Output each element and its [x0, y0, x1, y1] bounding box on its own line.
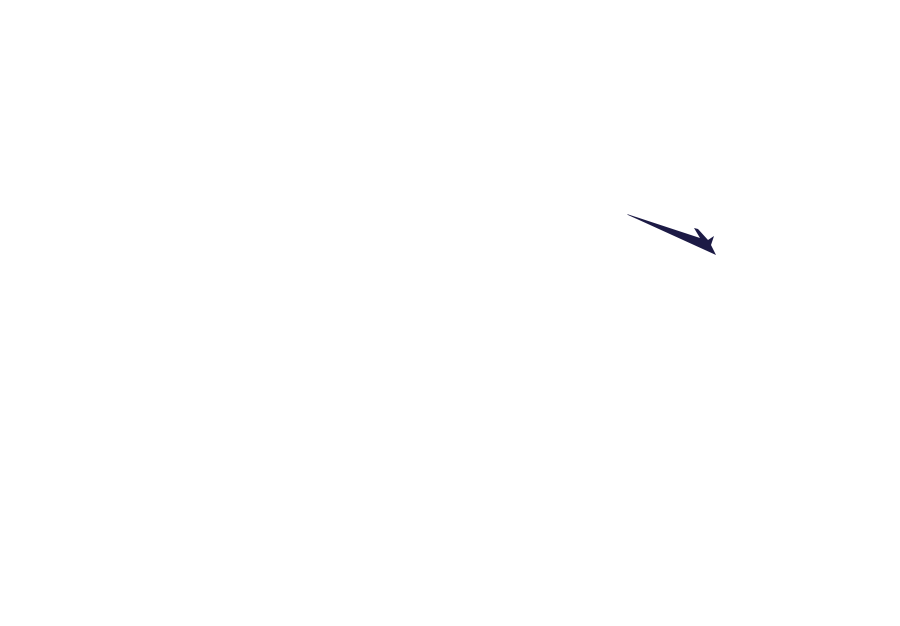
arrow-shape	[627, 214, 716, 255]
